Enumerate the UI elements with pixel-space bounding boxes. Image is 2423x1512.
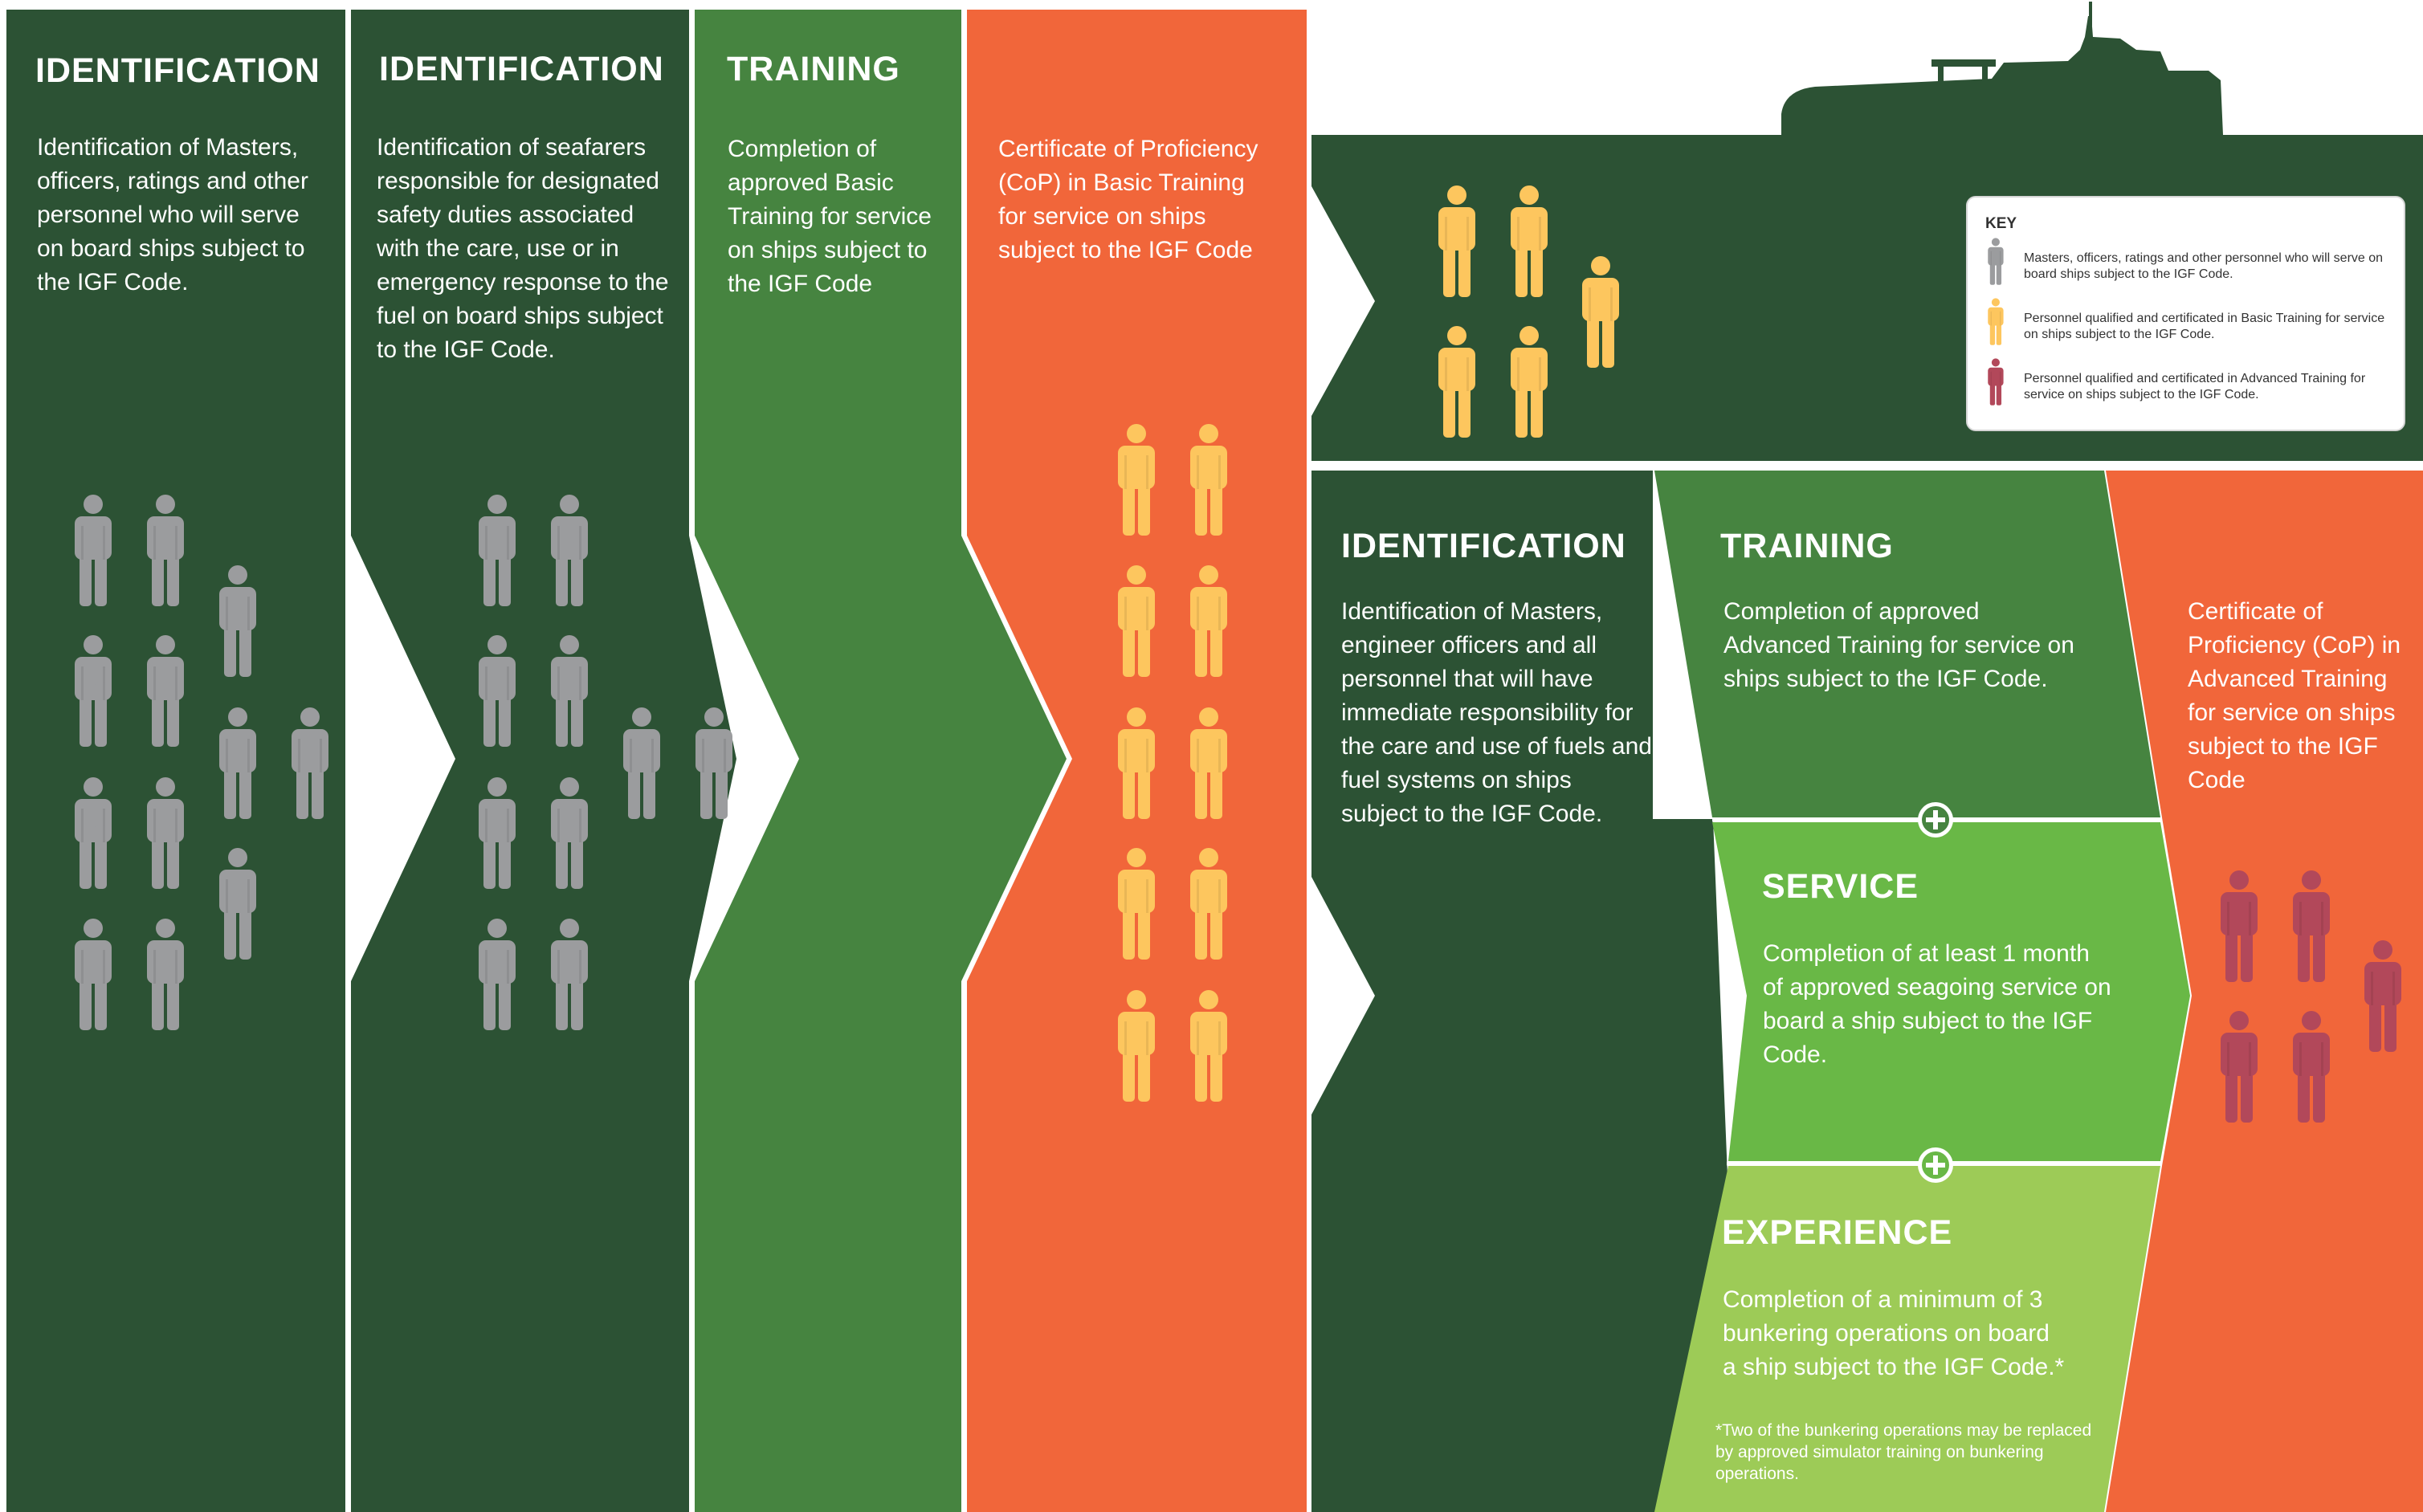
yellow-person-icon <box>1190 848 1227 960</box>
column-1-arrow <box>6 10 345 1512</box>
plus-icon <box>1918 802 1953 838</box>
ship-silhouette <box>1781 2 2223 135</box>
yellow-person-icon <box>1190 707 1227 819</box>
yellow-person-icon <box>1190 565 1227 677</box>
gray-person-icon <box>623 707 660 819</box>
column-1-body: Identification of Masters, officers, rat… <box>37 134 308 295</box>
yellow-person-icon <box>1118 424 1155 536</box>
advanced-training-body: Completion of approved Advanced Training… <box>1723 598 2074 692</box>
yellow-person-icon <box>1511 185 1548 297</box>
gray-person-icon <box>551 495 588 606</box>
red-person-icon <box>1988 358 2004 406</box>
gray-person-icon <box>75 919 112 1030</box>
plus-icon <box>1918 1147 1953 1183</box>
yellow-person-icon <box>1988 298 2004 345</box>
gray-person-icon <box>75 495 112 606</box>
experience-arrow <box>1654 1166 2160 1512</box>
experience-heading: EXPERIENCE <box>1722 1213 1953 1252</box>
yellow-person-icon <box>1118 990 1155 1102</box>
red-person-icon <box>2293 1011 2330 1123</box>
gray-person-icon <box>75 635 112 747</box>
yellow-person-icon <box>1190 424 1227 536</box>
key-title: KEY <box>1985 215 2017 232</box>
yellow-person-icon <box>1582 256 1619 368</box>
yellow-person-icon <box>1118 565 1155 677</box>
gray-person-icon <box>219 707 256 819</box>
service-heading: SERVICE <box>1762 867 1919 906</box>
advanced-training-heading: TRAINING <box>1720 527 1894 565</box>
yellow-person-icon <box>1190 990 1227 1102</box>
gray-person-icon <box>1988 238 2004 285</box>
gray-person-icon <box>551 635 588 747</box>
column-2-arrow <box>351 10 736 1512</box>
experience-body: Completion of a minimum of 3 bunkering o… <box>1723 1286 2065 1380</box>
red-person-icon <box>2293 870 2330 982</box>
yellow-person-icon <box>1438 326 1475 438</box>
gray-person-icon <box>147 919 184 1030</box>
gray-person-icon <box>147 635 184 747</box>
experience-footnote: *Two of the bunkering operations may be … <box>1715 1421 2092 1483</box>
advanced-identification-arrow <box>1311 471 1741 1512</box>
gray-person-icon <box>479 495 516 606</box>
yellow-person-icon <box>1511 326 1548 438</box>
gray-person-icon <box>75 777 112 889</box>
gray-person-icon <box>147 777 184 889</box>
gray-person-icon <box>292 707 328 819</box>
yellow-person-icon <box>1438 185 1475 297</box>
column-1-heading: IDENTIFICATION <box>35 51 320 90</box>
key-legend: KEY Masters, officers, ratings and other… <box>1966 196 2405 431</box>
gray-person-icon <box>479 777 516 889</box>
column-3-heading: TRAINING <box>727 50 900 88</box>
column-2-heading: IDENTIFICATION <box>379 50 664 88</box>
column-4-body: Certificate of Proficiency (CoP) in Basi… <box>998 136 1258 263</box>
column-2-body: Identification of seafarers responsible … <box>377 134 669 363</box>
column-3-body: Completion of approved Basic Training fo… <box>728 136 932 297</box>
advanced-certificate-body: Certificate of Proficiency (CoP) in Adva… <box>2188 598 2401 793</box>
red-person-icon <box>2364 940 2401 1052</box>
key-item-gray: Masters, officers, ratings and other per… <box>2024 251 2384 281</box>
gray-person-icon <box>479 635 516 747</box>
advanced-identification-heading: IDENTIFICATION <box>1341 527 1626 565</box>
advanced-identification-body: Identification of Masters, engineer offi… <box>1341 598 1652 827</box>
gray-person-icon <box>219 565 256 677</box>
gray-person-icon <box>695 707 732 819</box>
yellow-person-icon <box>1118 707 1155 819</box>
red-person-icon <box>2221 870 2258 982</box>
gray-person-icon <box>219 848 256 960</box>
yellow-person-icon <box>1118 848 1155 960</box>
column-3-arrow <box>695 10 1067 1512</box>
gray-person-icon <box>551 777 588 889</box>
advanced-certificate-arrow <box>2106 471 2423 1512</box>
advanced-training-arrow <box>1654 471 2160 817</box>
service-arrow <box>1712 822 2190 1161</box>
red-person-icon <box>2221 1011 2258 1123</box>
gray-person-icon <box>147 495 184 606</box>
gray-person-icon <box>479 919 516 1030</box>
service-body: Completion of at least 1 month of approv… <box>1763 940 2111 1068</box>
key-item-yellow: Personnel qualified and certificated in … <box>2024 312 2385 341</box>
gray-person-icon <box>551 919 588 1030</box>
key-item-red: Personnel qualified and certificated in … <box>2024 372 2366 401</box>
